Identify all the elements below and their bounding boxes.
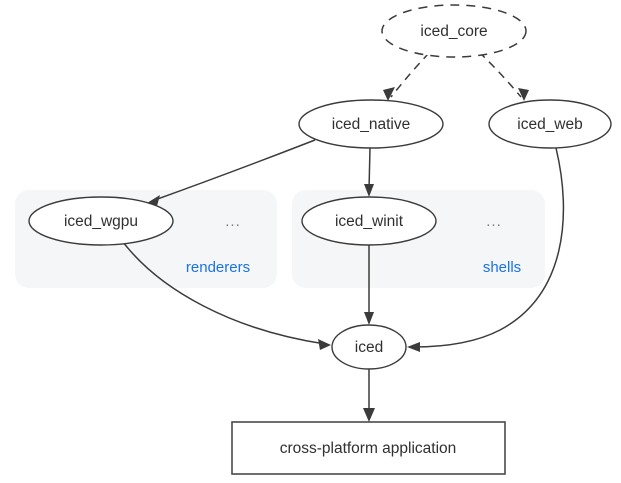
edge-iced-core-to-iced-native-arrow [383, 87, 395, 101]
node-iced-winit[interactable]: iced_winit [301, 196, 437, 246]
edge-iced-winit-to-iced [364, 245, 374, 325]
node-cross-platform-application-label: cross-platform application [280, 440, 457, 457]
edge-iced-native-to-iced-winit [364, 147, 374, 197]
node-iced-core[interactable]: iced_core [381, 4, 527, 58]
node-iced-label: iced [355, 339, 383, 356]
edge-iced-web-to-iced-arrow [407, 342, 420, 352]
cluster-shells-label: shells [483, 259, 521, 276]
edge-iced-native-to-iced-winit-arrow [364, 184, 374, 197]
node-iced-native-label: iced_native [332, 116, 410, 133]
cluster-shells-ellipsis: ... [486, 213, 502, 230]
node-iced-wgpu[interactable]: iced_wgpu [28, 196, 174, 246]
cluster-renderers-ellipsis: ... [225, 213, 241, 230]
node-iced-native-shape[interactable] [298, 99, 444, 149]
edge-iced-to-app [363, 369, 375, 422]
edge-iced-core-to-iced-web-arrow [518, 88, 529, 101]
node-iced-core-shape[interactable] [381, 4, 527, 58]
edge-iced-native-to-iced-wgpu-line [151, 139, 316, 202]
node-iced-web-shape[interactable] [488, 99, 612, 149]
node-iced-native[interactable]: iced_native [298, 99, 444, 149]
node-iced-web[interactable]: iced_web [488, 99, 612, 149]
node-iced-web-label: iced_web [517, 116, 583, 133]
edge-iced-core-to-iced-native [383, 52, 430, 101]
node-iced-shape[interactable] [331, 324, 407, 370]
node-cross-platform-application-shape[interactable] [231, 421, 506, 475]
edge-iced-to-app-arrow [363, 408, 375, 422]
node-iced-winit-shape[interactable] [301, 196, 437, 246]
node-iced-winit-label: iced_winit [335, 213, 404, 230]
node-cross-platform-application[interactable]: cross-platform application [231, 421, 506, 475]
edge-iced-wgpu-to-iced-line [122, 241, 326, 345]
node-iced-core-label: iced_core [420, 23, 487, 40]
edge-iced-core-to-iced-web [478, 51, 529, 101]
edge-iced-web-to-iced-line [412, 147, 565, 348]
edge-iced-core-to-iced-web-line [478, 51, 522, 98]
edge-iced-winit-to-iced-arrow [364, 312, 374, 325]
node-iced-wgpu-label: iced_wgpu [64, 213, 138, 230]
edge-iced-wgpu-to-iced [122, 241, 331, 350]
edge-iced-core-to-iced-native-line [390, 52, 430, 98]
cluster-renderers-label: renderers [186, 259, 250, 276]
node-iced[interactable]: iced [331, 324, 407, 370]
edge-iced-native-to-iced-winit-line [368, 147, 371, 191]
node-iced-wgpu-shape[interactable] [28, 196, 174, 246]
edge-iced-wgpu-to-iced-arrow [318, 339, 331, 350]
edge-iced-web-to-iced [407, 147, 565, 352]
